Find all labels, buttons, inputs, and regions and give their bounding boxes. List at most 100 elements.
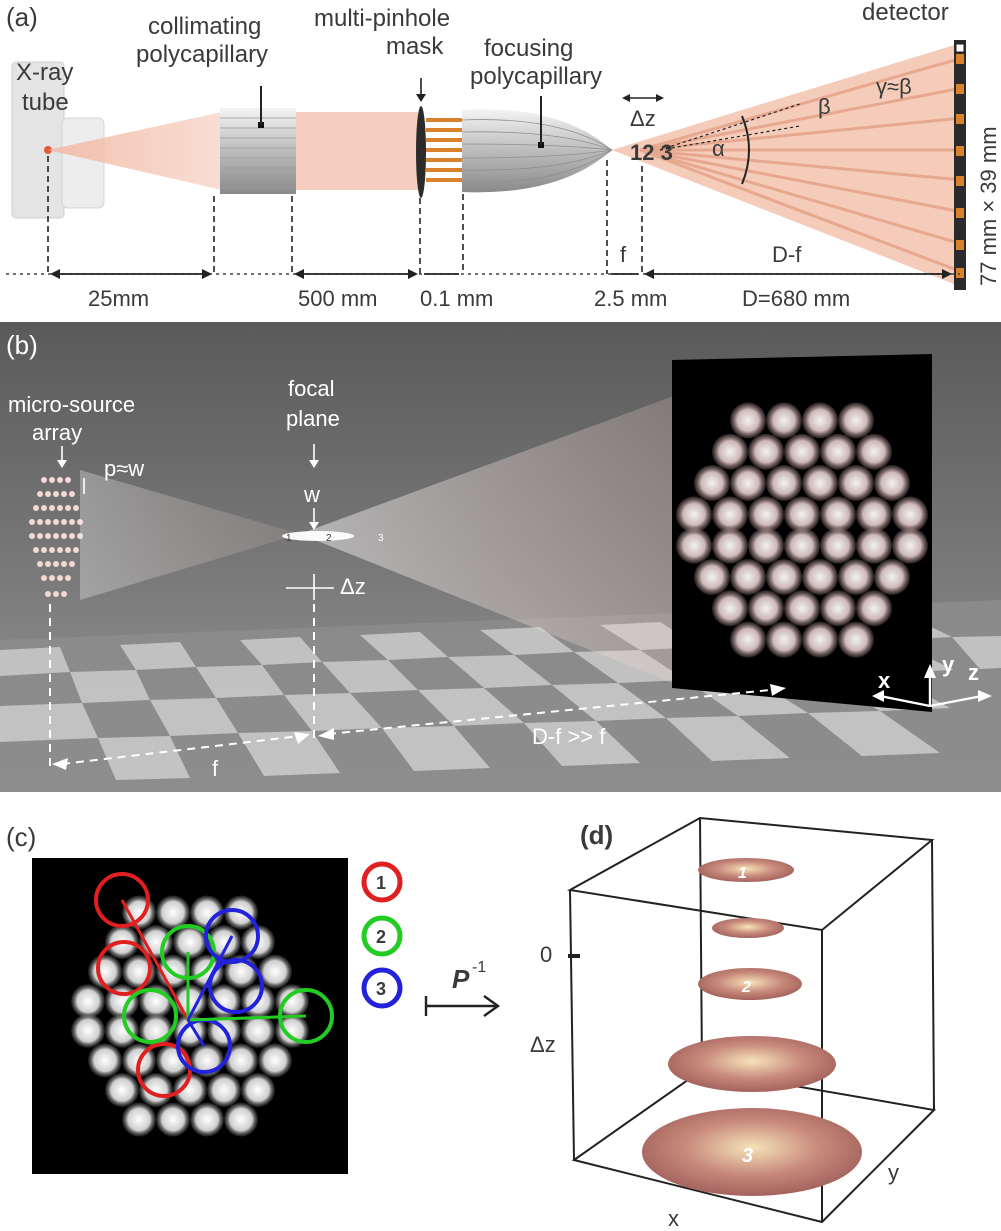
micro-source-label-2: array [32,420,82,445]
dim-0-1mm: 0.1 mm [420,286,493,311]
disc-label-3: 3 [742,1145,753,1167]
projected-spot-b [784,590,820,627]
overlay-circles-3 [176,908,264,1074]
delta-z-label-b: Δz [340,574,366,599]
projected-spots-b [676,402,928,658]
projected-spot-b [766,621,802,658]
projected-spot-c [207,1072,241,1107]
pinhole-channels [426,118,462,182]
projected-spot-b [712,496,748,533]
disc-1 [698,858,794,882]
d-f-gg-f-label: D-f >> f [532,724,606,749]
xray-tube-window [61,117,105,209]
disc-2 [698,968,802,1000]
projected-spot-b [838,402,874,439]
focal-num-3: 3 [378,533,384,544]
axis-y-b: y [942,652,955,677]
projected-spot-b [784,527,820,564]
projected-spot-c [275,984,309,1019]
dim-D: D=680 mm [742,286,850,311]
projected-spot-b [802,558,838,595]
legend-circle-3 [361,967,403,1009]
gamma-label: γ≈β [876,74,912,99]
focal-num-1: 1 [286,533,292,544]
f-label-b: f [212,756,219,781]
projected-spot-c [71,984,105,1019]
projected-spot-b [892,496,928,533]
dim-25mm: 25mm [88,286,149,311]
micro-source-label-1: micro-source [8,392,135,417]
divergent-beam [48,112,222,190]
focal-spot [282,531,354,541]
projected-spot-c [190,1102,224,1137]
projected-spot-b [874,558,910,595]
df-arrowhead-left [318,728,334,740]
projected-spot-b [802,402,838,439]
legend-c: 1 2 3 [361,861,403,1009]
projected-spot-b [838,558,874,595]
projected-spot-b [676,527,712,564]
zero-label: 0 [540,942,552,967]
dim-2-5mm: 2.5 mm [594,286,667,311]
projected-spot-b [856,433,892,470]
p-approx-w: p≈w [104,456,144,481]
focusing-label-2: polycapillary [470,63,602,90]
axis-z-b: z [968,660,979,685]
projected-spot-c [224,1102,258,1137]
focal-plane-arrowhead [309,460,319,468]
projected-spot-b [820,590,856,627]
detector [954,40,966,290]
disc-3 [642,1108,862,1196]
axis-x-b: x [878,668,891,693]
legend-label-3: 3 [376,979,386,999]
panel-a: (a) X-ray tube collimating polycapillary [6,0,1001,311]
z-arrowhead [978,690,992,702]
projected-spot-b [874,465,910,502]
projected-spot-c [71,1013,105,1048]
projected-spot-b [820,496,856,533]
projected-spot-b [820,433,856,470]
projected-spot-b [748,527,784,564]
w-label: w [303,482,320,507]
mask-arrow-head [416,94,426,102]
disc-label-2: 2 [741,979,751,996]
projected-spot-b [730,402,766,439]
projected-spot-b [838,465,874,502]
delta-z-arrow-a-left [622,94,630,102]
panel-d-label: (d) [580,820,613,850]
projected-spot-b [784,496,820,533]
xray-tube-label-2: tube [22,89,69,116]
y-label-d: y [888,1160,899,1185]
projected-spot-b [694,558,730,595]
f-arrowhead-left [52,758,68,770]
mask-label-2: mask [386,33,444,60]
panel-b: (b) 1 2 3 micro-source array p≈w focal p… [0,322,1001,792]
w-arrowhead [309,522,319,530]
operator-sup: -1 [472,959,486,976]
focusing-label-1: focusing [484,35,573,62]
projected-spot-c [275,1013,309,1048]
projected-spot-b [820,527,856,564]
projected-spot-b [838,621,874,658]
dimension-guides-a [47,156,643,274]
focal-plane-label-2: plane [286,406,340,431]
legend-circle-1 [361,861,403,903]
projected-spot-b [856,590,892,627]
detector-pixel-marker [955,43,965,53]
projected-spot-c [122,1102,156,1137]
projected-spot-b [748,433,784,470]
micro-source-array [29,477,83,597]
projected-spot-c [156,1043,190,1078]
projected-spot-b [712,433,748,470]
dimension-guides-b [49,604,771,772]
beamlets [639,56,963,274]
disc-defocus [668,1036,836,1092]
projected-spot-b [748,496,784,533]
panel-b-label: (b) [6,330,38,360]
legend-circle-2 [361,915,403,957]
x-label-d: x [668,1206,679,1231]
disc-focus [712,918,784,938]
operator-arrowhead [483,995,501,1017]
projected-spot-b [730,558,766,595]
projected-spot-c [139,925,173,960]
